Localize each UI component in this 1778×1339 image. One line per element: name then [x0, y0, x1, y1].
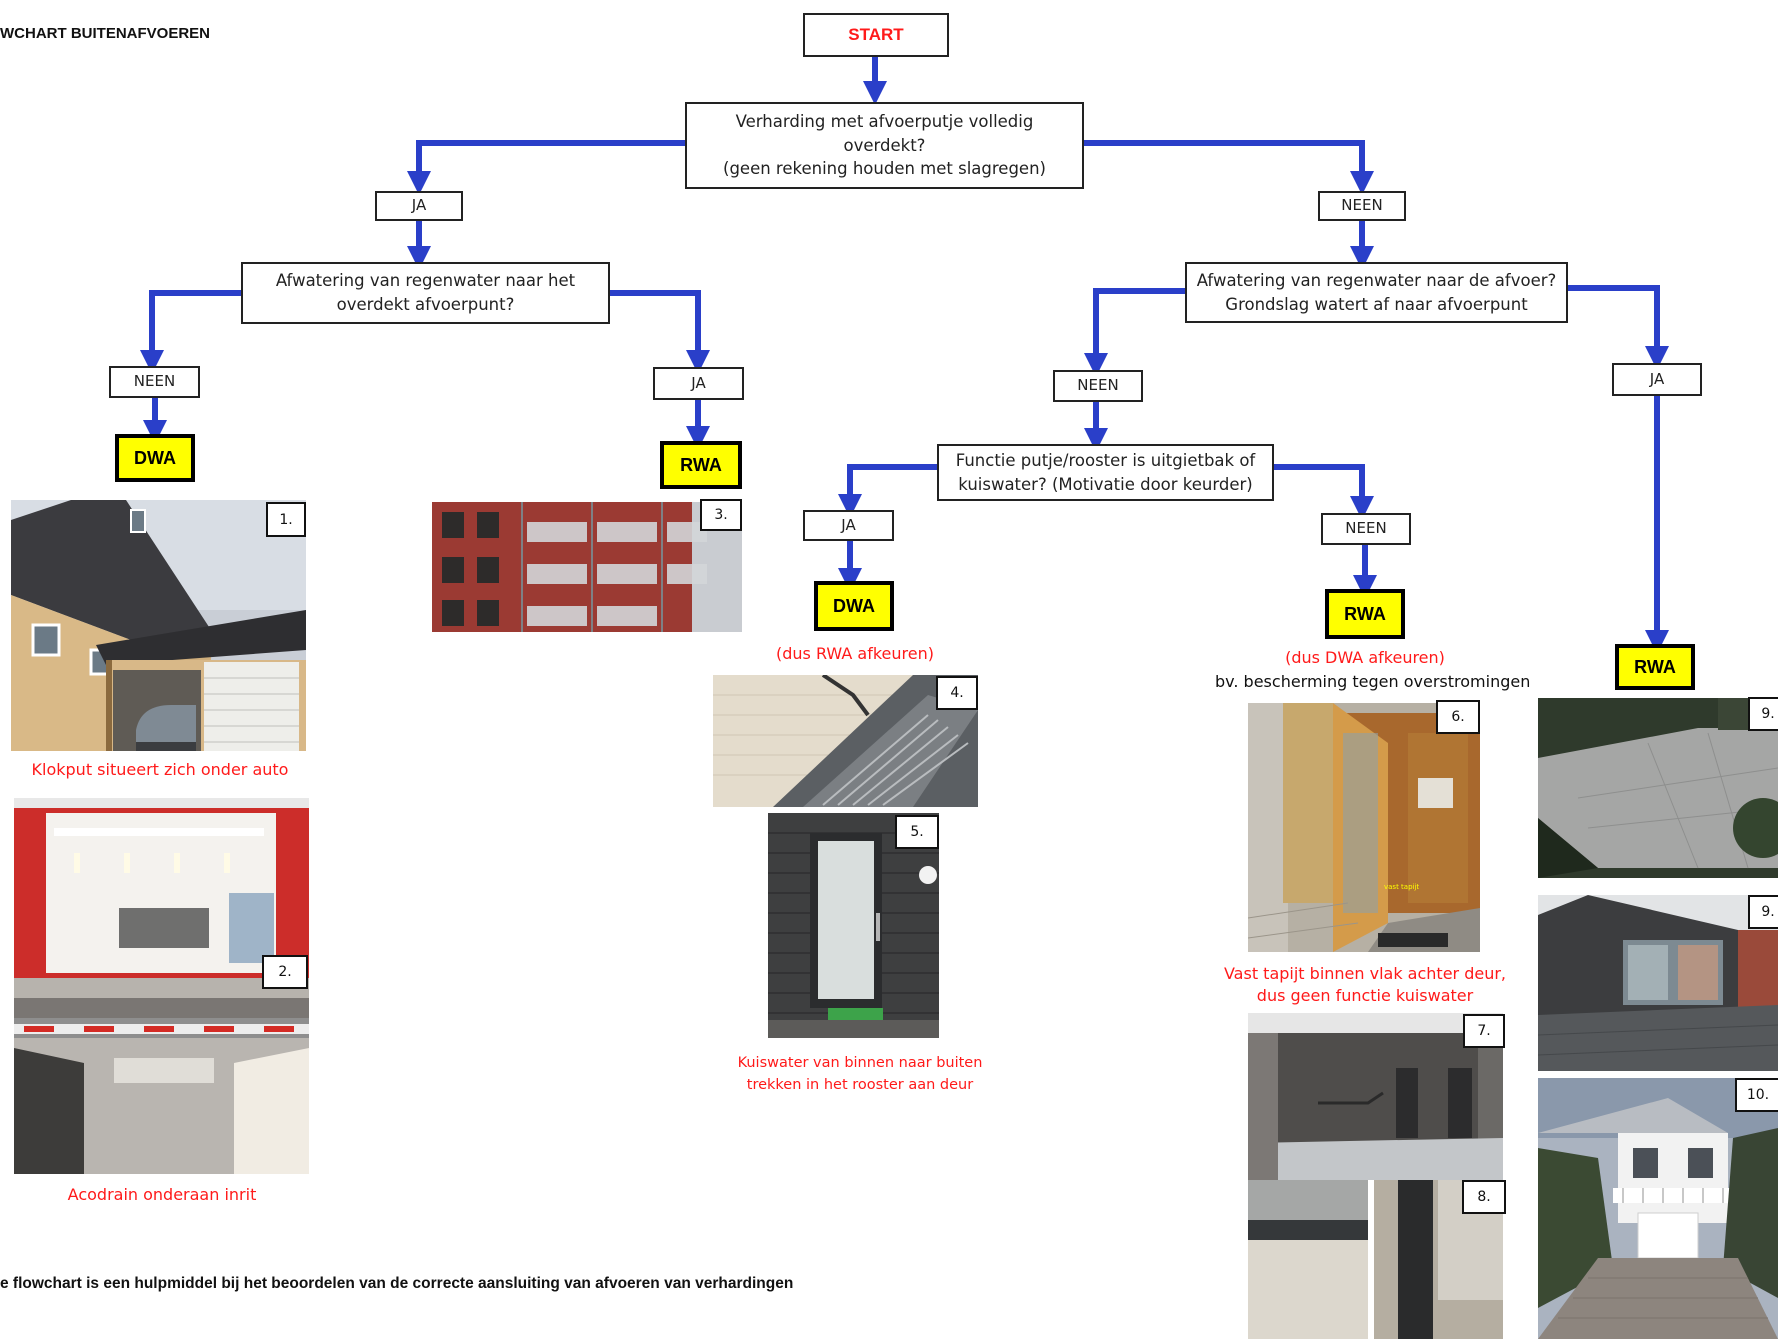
q2-text-line2: overdekt afvoerpunt? [336, 295, 515, 314]
photo-drain-grate [713, 675, 978, 807]
photo-number-9b: 9. [1748, 895, 1778, 929]
start-label: START [848, 24, 904, 44]
photo-number-4: 4. [936, 676, 978, 710]
arrow-q2-to-ja [610, 290, 710, 374]
branch-label-q4-yes: JA [803, 510, 894, 541]
q3-text-line2: Grondslag watert af naar afvoerpunt [1225, 294, 1528, 314]
note-bescherming: bv. bescherming tegen overstromingen [1215, 672, 1531, 691]
q1-text-line3: (geen rekening houden met slagregen) [723, 159, 1046, 179]
caption-kuiswater: Kuiswater van binnen naar buiten trekken… [715, 1052, 1005, 1097]
caption-acodrain: Acodrain onderaan inrit [67, 1185, 257, 1204]
arrow-q3-to-neen [1084, 288, 1185, 377]
q4-text-line2: kuiswater? (Motivatie door keurder) [958, 474, 1253, 494]
photo-number-1: 1. [266, 502, 306, 537]
photo-modern-house [1538, 895, 1778, 1071]
photo-house-carport [11, 500, 306, 751]
photo-number-9a: 9. [1748, 697, 1778, 731]
carpet-label: vast tapijt [1384, 883, 1420, 891]
photo-number-7: 7. [1463, 1014, 1505, 1048]
q2-text-line1: Afwatering van regenwater naar het [275, 271, 576, 291]
photo-apartment-building [432, 502, 742, 632]
branch-label-q2-yes: JA [653, 367, 744, 400]
branch-label-q1-no: NEEN [1318, 191, 1406, 221]
decision-covered-pavement: Verharding met afvoerputje volledig over… [685, 102, 1084, 189]
outcome-dwa-2: DWA [814, 581, 894, 631]
photo-front-door [768, 813, 939, 1038]
q4-text-line1: Functie putje/rooster is uitgietbak of [955, 450, 1256, 470]
arrow-q3-to-ja [1568, 285, 1669, 370]
arrow-q1-to-ja [407, 140, 685, 195]
photo-number-8: 8. [1462, 1180, 1506, 1214]
page-title: WCHART BUITENAFVOEREN [0, 25, 210, 42]
photo-number-6: 6. [1436, 700, 1480, 734]
caption-tapijt-line1: Vast tapijt binnen vlak achter deur, [1223, 964, 1507, 983]
branch-label-q1-yes: JA [375, 191, 463, 221]
arrow-q4-to-neen [1274, 464, 1374, 520]
branch-label-q3-no: NEEN [1053, 370, 1143, 402]
footer-note: e flowchart is een hulpmiddel bij het be… [0, 1275, 794, 1292]
decision-drainage-covered-point: Afwatering van regenwater naar het overd… [241, 262, 610, 324]
photo-number-10: 10. [1735, 1078, 1778, 1112]
note-dus-rwa-afkeuren: (dus RWA afkeuren) [776, 644, 934, 663]
outcome-rwa-1: RWA [660, 441, 742, 489]
branch-label-q3-yes: JA [1612, 363, 1702, 396]
photo-number-2: 2. [262, 955, 308, 989]
start-node: START [803, 13, 949, 57]
photo-garage-entrance [14, 798, 309, 1174]
photo-number-3: 3. [700, 499, 742, 531]
caption-klokput: Klokput situeert zich onder auto [31, 760, 289, 779]
photo-glass-door: vast tapijt [1248, 703, 1480, 952]
decision-grate-function: Functie putje/rooster is uitgietbak of k… [937, 444, 1274, 501]
arrow-q1-to-neen [1084, 140, 1374, 195]
photo-number-5: 5. [895, 815, 939, 849]
outcome-rwa-2: RWA [1325, 589, 1405, 639]
branch-label-q2-no: NEEN [109, 366, 200, 398]
outcome-dwa-1: DWA [115, 434, 195, 482]
photo-garden-terrace [1538, 698, 1778, 878]
photo-brick-porch [1248, 1013, 1503, 1180]
arrow-q2-to-neen [140, 290, 241, 374]
caption-tapijt: Vast tapijt binnen vlak achter deur, dus… [1200, 963, 1530, 1008]
photo-sloped-driveway [1538, 1078, 1778, 1339]
arrow-q4-to-ja [838, 464, 937, 518]
q1-text-line1: Verharding met afvoerputje volledig [735, 111, 1034, 131]
q1-text-line2: overdekt? [843, 135, 926, 155]
outcome-rwa-3: RWA [1615, 644, 1695, 690]
branch-label-q4-no: NEEN [1321, 513, 1411, 545]
q3-text-line1: Afwatering van regenwater naar de afvoer… [1196, 270, 1557, 290]
note-dus-dwa-afkeuren: (dus DWA afkeuren) [1285, 648, 1445, 667]
caption-tapijt-line2: dus geen functie kuiswater [1256, 986, 1474, 1006]
caption-kuiswater-line2: trekken in het rooster aan deur [746, 1077, 974, 1094]
caption-kuiswater-line1: Kuiswater van binnen naar buiten [737, 1055, 983, 1071]
decision-drainage-to-outlet: Afwatering van regenwater naar de afvoer… [1185, 262, 1568, 323]
